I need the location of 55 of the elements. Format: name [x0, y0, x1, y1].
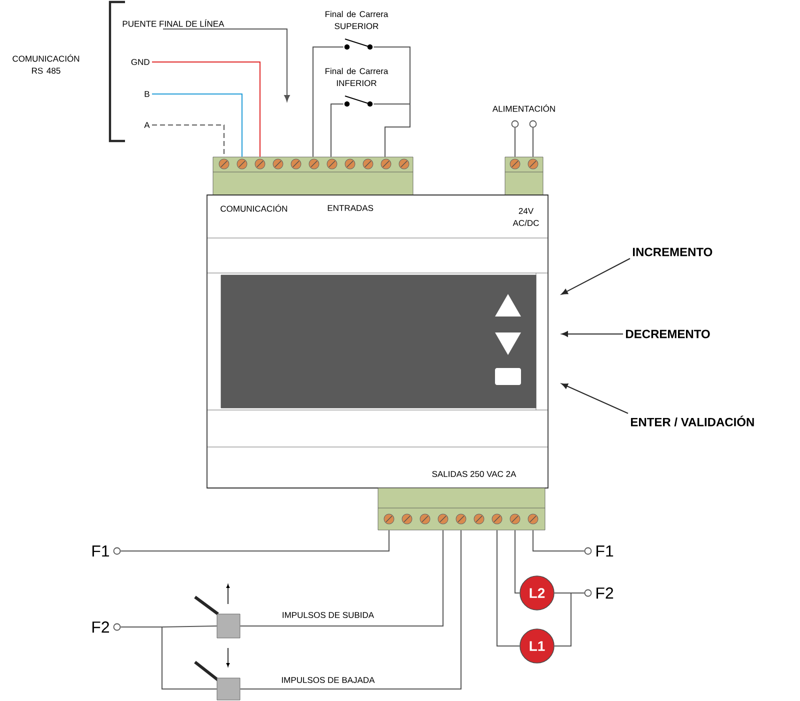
terminal: F2 [92, 621, 121, 633]
terminal-label: B [144, 91, 150, 97]
push-button-drawing [194, 660, 240, 700]
wire [496, 530, 520, 646]
terminal-block [378, 488, 546, 530]
wire-label: IMPULSOS DE SUBIDA [280, 611, 376, 620]
down-key [495, 332, 521, 355]
wire [373, 104, 410, 158]
wire [162, 626, 218, 690]
pointer-arrow [562, 331, 623, 337]
pointer-arrow [561, 383, 628, 414]
display-panel [220, 274, 536, 408]
lamp: L1 [520, 628, 554, 664]
pointer-arrow [162, 28, 290, 102]
wire [152, 62, 260, 158]
up-key [495, 294, 521, 316]
wire-label: IMPULSOS DE BAJADA [280, 676, 376, 684]
callout-label: DECREMENTO [626, 330, 710, 338]
wire [532, 530, 585, 552]
enter-key [495, 368, 521, 385]
wire [514, 530, 520, 594]
wire [514, 127, 516, 158]
node-label: F2 [596, 587, 614, 599]
callout-label: ENTER / VALIDACIÓN [631, 416, 754, 426]
callout-label: INCREMENTO [633, 248, 712, 256]
wire [120, 626, 162, 628]
lamp: L2 [520, 576, 554, 610]
push-button-drawing [194, 596, 240, 638]
terminal: ALIMENTACIÓN [492, 104, 555, 128]
node-label: Final de Carrera INFERIOR [326, 68, 388, 86]
wire [240, 530, 444, 626]
wire [554, 592, 585, 646]
node-label: F1 [92, 546, 110, 557]
wire [162, 626, 218, 628]
wire [240, 530, 462, 690]
node-label: F1 [596, 546, 614, 557]
terminal-block [504, 156, 544, 196]
wire [330, 104, 344, 158]
terminal-block [212, 156, 414, 196]
node-label: ALIMENTACIÓN [492, 104, 555, 112]
terminal: F1 [584, 546, 614, 556]
limit-switch: Final de Carrera INFERIOR [326, 68, 388, 107]
wire [152, 94, 242, 158]
wire [532, 127, 534, 158]
wire [120, 530, 390, 552]
terminal: F1 [92, 546, 121, 556]
node-label: F2 [92, 621, 109, 633]
pointer-arrow [561, 258, 630, 295]
terminal-label: PUENTE FINAL DE LÍNEA [122, 19, 224, 27]
terminal-label: GND [131, 59, 150, 65]
limit-switch: Final de Carrera SUPERIOR [326, 10, 388, 50]
node-label: Final de Carrera SUPERIOR [326, 10, 388, 30]
terminal: F2 [584, 587, 614, 599]
side-label: COMUNICACIÓN RS 485 [12, 54, 80, 74]
terminal-label: A [144, 122, 150, 128]
